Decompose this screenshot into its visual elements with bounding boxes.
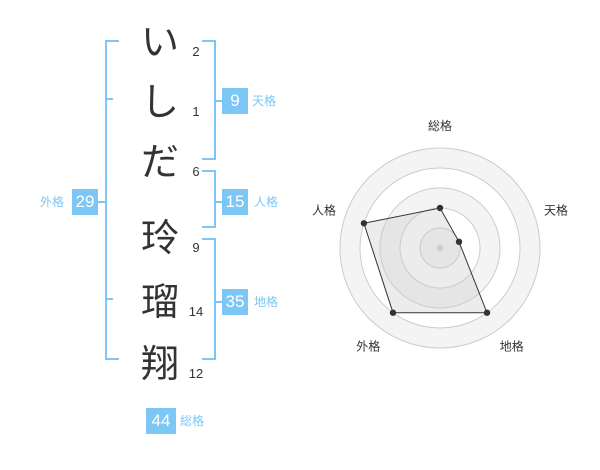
radar-axis-label: 総格 xyxy=(428,118,452,133)
stroke-count-2: 1 xyxy=(192,104,200,119)
jinkaku-bracket-bottom xyxy=(202,226,216,228)
stroke-count-5: 14 xyxy=(188,304,204,319)
chikaku-bracket-vertical xyxy=(214,238,216,360)
stroke-count-6: 12 xyxy=(188,366,204,381)
radar-axis-label: 外格 xyxy=(356,339,380,354)
radar-point xyxy=(483,309,491,316)
chikaku-label: 地格 xyxy=(254,295,279,309)
radar-point xyxy=(436,204,444,212)
radar-axis-label: 地格 xyxy=(500,339,524,354)
radar-point xyxy=(455,238,463,246)
tenkaku-badge: 9 xyxy=(222,88,248,114)
name-char-2: し xyxy=(140,80,179,124)
chikaku-bracket-bottom xyxy=(202,358,216,360)
jinkaku-bracket-vertical xyxy=(214,170,216,228)
name-char-5: 瑠 xyxy=(140,280,179,324)
gaikaku-bracket-tick xyxy=(105,98,113,100)
tenkaku-bracket-bottom xyxy=(202,158,216,160)
gaikaku-bracket-connector xyxy=(97,201,105,203)
radar-points xyxy=(360,204,491,316)
gaikaku-bracket-top xyxy=(105,40,119,42)
tenkaku-bracket-top xyxy=(202,40,216,42)
radar-axis-label: 天格 xyxy=(544,202,568,217)
name-char-3: だ xyxy=(140,140,179,184)
radar-data-polygon xyxy=(363,207,488,314)
radar-center-dot xyxy=(437,245,443,251)
stroke-count-4: 9 xyxy=(192,240,200,255)
radar-axis-label: 人格 xyxy=(312,202,336,217)
name-char-1: い xyxy=(140,20,179,64)
gaikaku-label: 外格 xyxy=(40,195,65,209)
soukaku-label: 総格 xyxy=(180,414,205,428)
chikaku-bracket-connector xyxy=(214,301,222,303)
jinkaku-bracket-connector xyxy=(214,201,222,203)
radar-point xyxy=(360,220,368,227)
radar-grid xyxy=(339,147,541,349)
jinkaku-label: 人格 xyxy=(254,195,279,209)
chikaku-badge: 35 xyxy=(222,289,248,315)
name-char-6: 翔 xyxy=(140,342,179,386)
jinkaku-badge: 15 xyxy=(222,189,248,215)
name-char-4: 玲 xyxy=(140,216,179,260)
gaikaku-bracket-vertical xyxy=(105,40,107,360)
chikaku-bracket-top xyxy=(202,238,216,240)
gaikaku-bracket-tick xyxy=(105,298,113,300)
gaikaku-badge: 29 xyxy=(72,189,98,215)
soukaku-badge: 44 xyxy=(146,408,176,434)
tenkaku-label: 天格 xyxy=(252,94,277,108)
stroke-count-3: 6 xyxy=(192,164,200,179)
gaikaku-bracket-bottom xyxy=(105,358,119,360)
radar-point xyxy=(389,309,397,316)
tenkaku-bracket-connector xyxy=(214,100,222,102)
stroke-count-1: 2 xyxy=(192,44,200,59)
jinkaku-bracket-top xyxy=(202,170,216,172)
